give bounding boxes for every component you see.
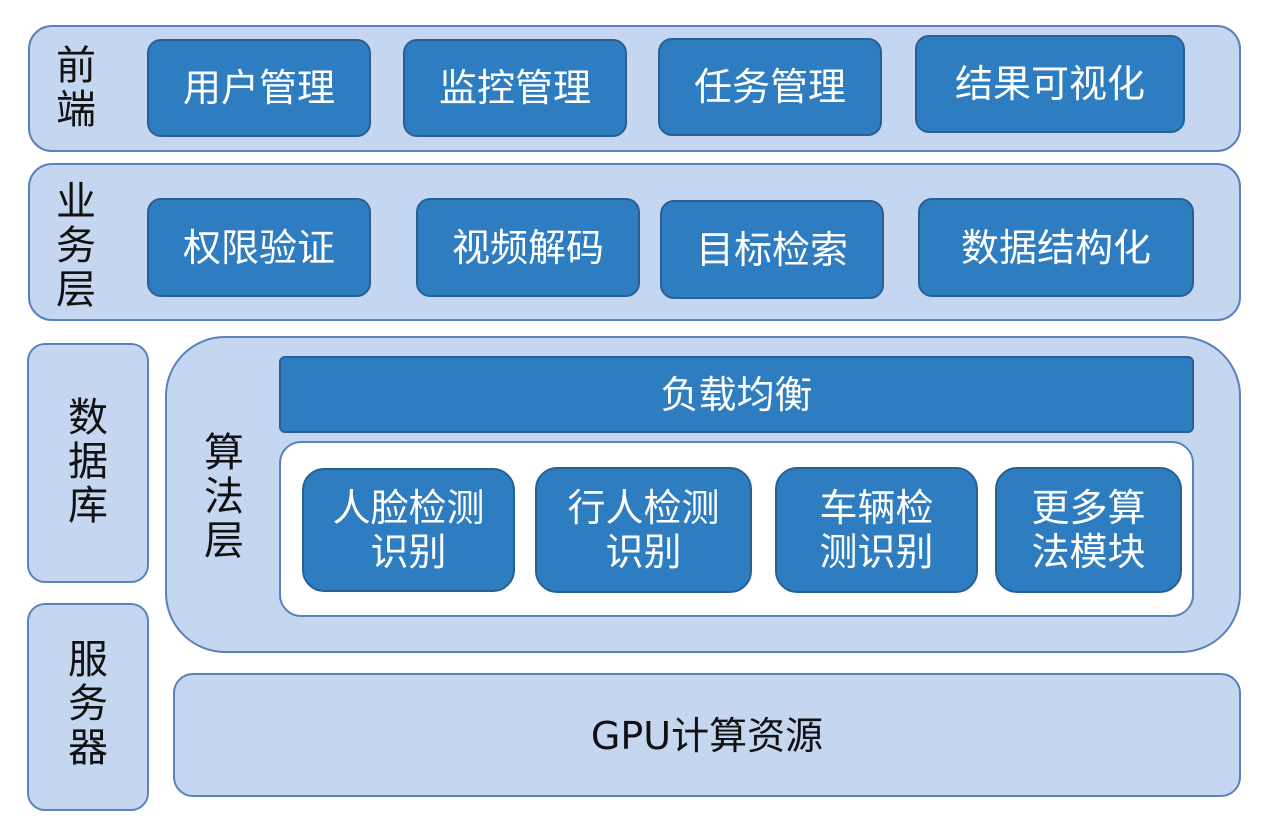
user-management-box: 用户管理 — [147, 39, 371, 137]
algorithm-layer-label: 算 法 层 — [204, 430, 244, 564]
business-layer-label: 业 务 层 — [56, 179, 96, 313]
more-algorithm-modules: 更多算 法模块 — [995, 467, 1182, 593]
task-management-box: 任务管理 — [658, 38, 882, 136]
gpu-resources-label: GPU计算资源 — [590, 714, 824, 758]
gpu-resources-panel — [173, 673, 1241, 797]
result-visualization-box: 结果可视化 — [915, 35, 1185, 133]
database-panel — [27, 343, 149, 583]
video-decoding-box: 视频解码 — [416, 198, 640, 297]
target-retrieval-box: 目标检索 — [660, 200, 884, 299]
server-panel — [27, 603, 149, 811]
face-detection-module: 人脸检测 识别 — [302, 468, 515, 592]
server-label: 服 务 器 — [68, 637, 108, 771]
data-structuring-box: 数据结构化 — [918, 198, 1194, 297]
vehicle-detection-module: 车辆检 测识别 — [775, 467, 978, 593]
frontend-layer-label: 前 端 — [56, 43, 96, 133]
monitor-management-box: 监控管理 — [403, 39, 627, 137]
database-label: 数 据 库 — [68, 395, 108, 529]
load-balancing-bar: 负载均衡 — [279, 356, 1194, 433]
pedestrian-detection-module: 行人检测 识别 — [535, 467, 752, 593]
permission-verification-box: 权限验证 — [147, 198, 371, 297]
